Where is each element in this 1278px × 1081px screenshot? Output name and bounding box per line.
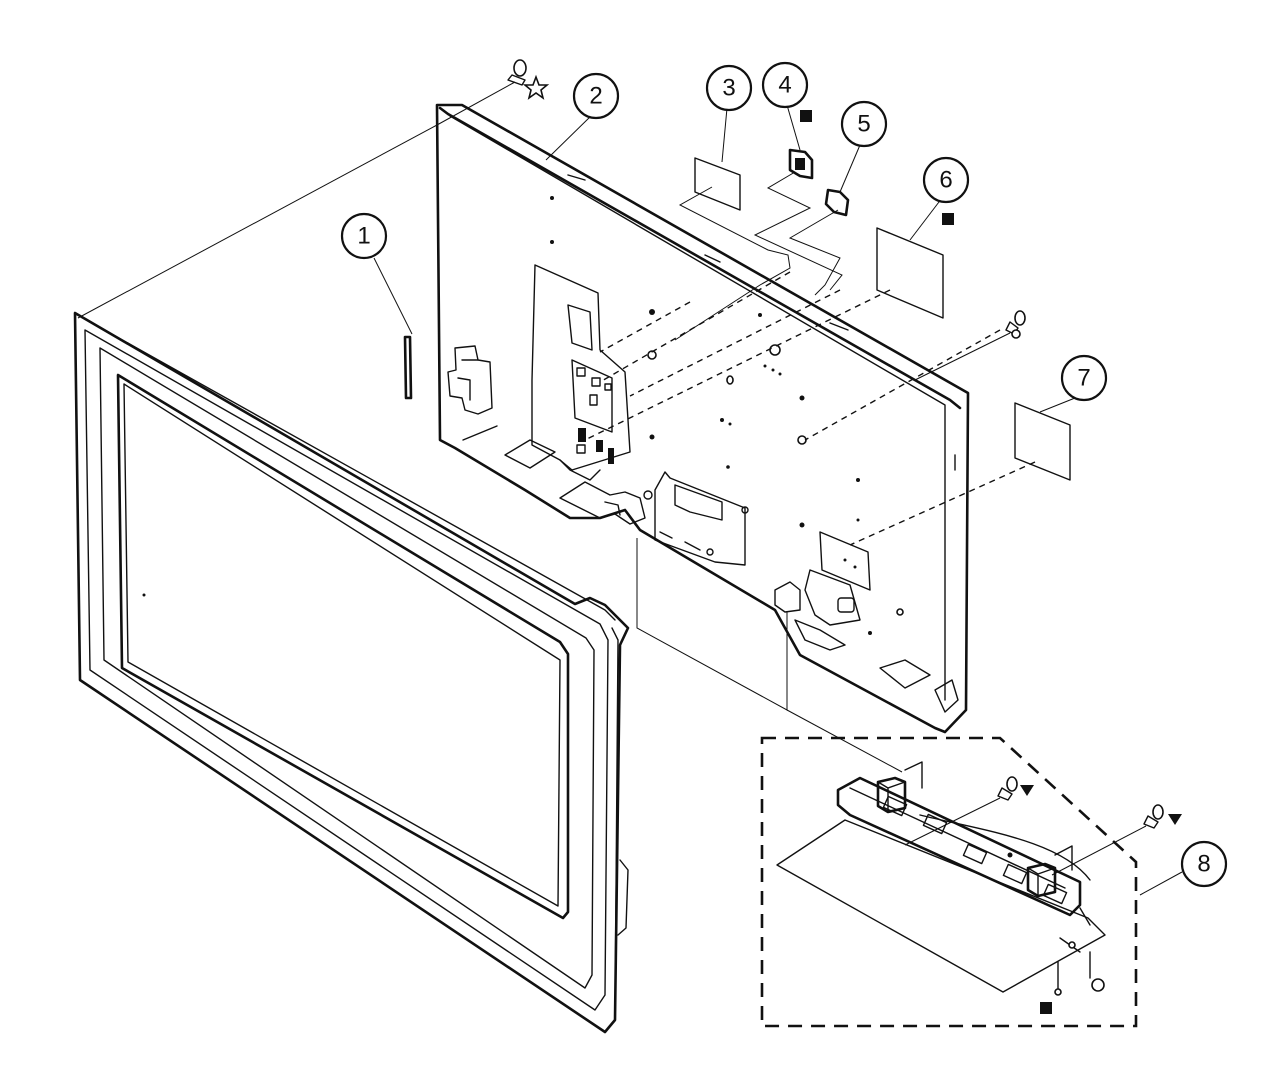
callout-4-label: 4 <box>778 72 791 99</box>
triangle-icon <box>1020 785 1034 796</box>
star-icon <box>522 74 550 100</box>
cable-leaders <box>674 171 843 341</box>
part-1-strip <box>373 257 413 400</box>
callout-8-label: 8 <box>1197 851 1210 878</box>
callout-4: 4 <box>761 61 809 109</box>
stand-guide-box <box>636 538 903 773</box>
rear-panel <box>435 103 970 734</box>
part-6-sheet <box>876 227 944 319</box>
screw-stand-left <box>904 776 1018 846</box>
part-8-stand <box>760 736 1138 1028</box>
callout-7-label: 7 <box>1077 365 1090 392</box>
part-5-clip <box>824 188 850 217</box>
screw-stand-right <box>1051 804 1164 876</box>
callout-1-label: 1 <box>357 223 370 250</box>
callout-5-label: 5 <box>857 111 870 138</box>
callout-6-label: 6 <box>939 167 952 194</box>
callout-3: 3 <box>705 64 753 112</box>
callout-7: 7 <box>1060 354 1108 402</box>
part-4-connector <box>788 148 814 180</box>
front-bezel <box>73 311 630 1034</box>
callout-5: 5 <box>840 100 888 148</box>
square-icon <box>942 213 954 225</box>
callout-2-label: 2 <box>589 83 602 110</box>
screw-right-panel <box>914 310 1026 381</box>
part-7-sheet <box>1014 402 1071 481</box>
square-icon <box>800 110 812 122</box>
callout-1: 1 <box>340 212 388 260</box>
callout-6: 6 <box>922 156 970 204</box>
callout-3-label: 3 <box>722 75 735 102</box>
triangle-icon <box>1168 814 1182 825</box>
square-icon <box>1040 1002 1052 1014</box>
screw-top-left <box>77 59 527 319</box>
callout-leaders <box>545 104 1183 896</box>
dashed-leaders <box>584 271 1036 546</box>
part-3-sheet <box>694 157 741 211</box>
callout-8: 8 <box>1180 840 1228 888</box>
callout-2: 2 <box>572 72 620 120</box>
